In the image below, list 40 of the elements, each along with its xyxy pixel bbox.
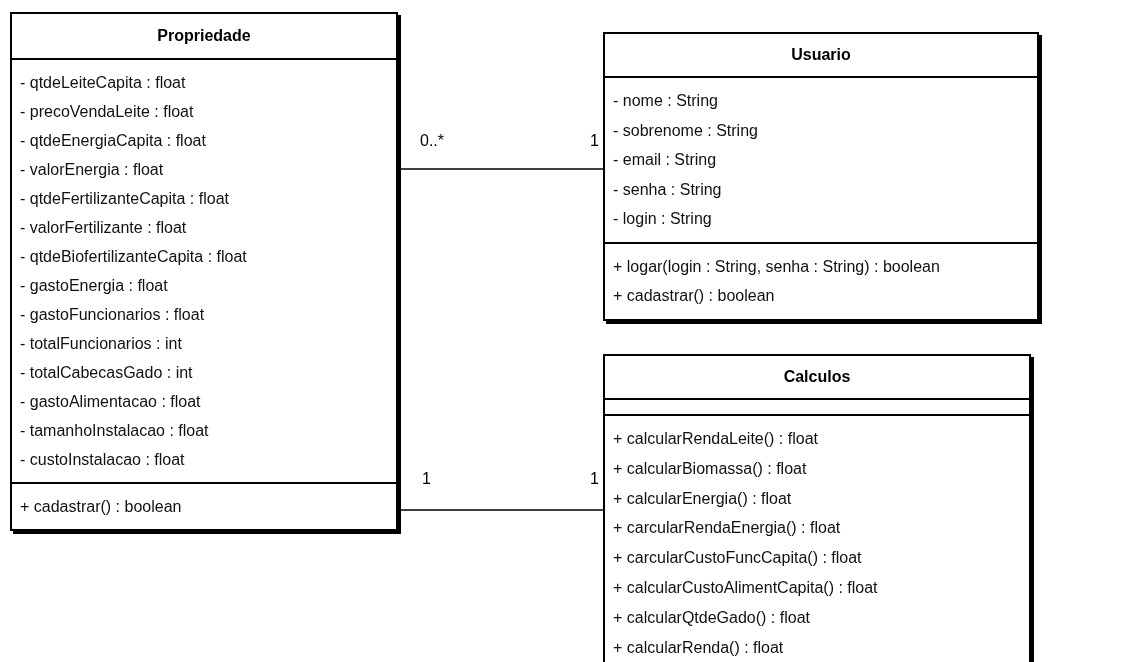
class-member: - qtdeFertilizanteCapita : float — [20, 189, 230, 209]
class-member: + carcularRendaEnergia() : float — [613, 518, 842, 539]
class-member: + calcularBiomassa() : float — [613, 458, 808, 479]
class-member: - qtdeBiofertilizanteCapita : float — [20, 247, 248, 267]
class-member: - gastoAlimentacao : float — [20, 392, 202, 412]
class-box — [10, 12, 398, 531]
class-member: - custoInstalacao : float — [20, 450, 186, 470]
class-member: + cadastrar() : boolean — [613, 286, 776, 306]
class-member: - tamanhoInstalacao : float — [20, 421, 210, 441]
multiplicity-label: 0..* — [420, 132, 444, 150]
class-member: - valorEnergia : float — [20, 160, 165, 180]
class-box — [603, 32, 1039, 321]
class-member: + calcularCustoAlimentCapita() : float — [613, 578, 879, 598]
class-member: + calcularRenda() : float — [613, 637, 785, 658]
class-member: - precoVendaLeite : float — [20, 102, 195, 122]
class-member: + carcularCustoFuncCapita() : float — [613, 548, 863, 569]
class-member: - sobrenome : String — [613, 120, 759, 141]
class-member: - gastoEnergia : float — [20, 276, 169, 296]
class-member: + calcularQtdeGado() : float — [613, 607, 811, 628]
class-member: - qtdeLeiteCapita : float — [20, 73, 187, 93]
class-member: - login : String — [613, 209, 713, 229]
class-member: + cadastrar() : boolean — [20, 497, 183, 517]
class-member: - nome : String — [613, 91, 719, 111]
class-member: - qtdeEnergiaCapita : float — [20, 131, 207, 151]
class-box — [603, 354, 1031, 662]
class-member: - totalFuncionarios : int — [20, 334, 183, 354]
class-name: Propriedade — [156, 26, 252, 46]
class-member: - gastoFuncionarios : float — [20, 305, 206, 325]
class-name: Usuario — [790, 45, 852, 65]
class-member: + logar(login : String, senha : String) : boolean — [613, 256, 941, 277]
class-name: Calculos — [782, 367, 852, 387]
multiplicity-label: 1 — [590, 132, 599, 150]
class-member: - senha : String — [613, 179, 723, 200]
class-member: - valorFertilizante : float — [20, 218, 188, 238]
multiplicity-label: 1 — [422, 470, 431, 488]
class-member: - email : String — [613, 150, 718, 170]
class-member: + calcularRendaLeite() : float — [613, 429, 819, 449]
class-member: + calcularEnergia() : float — [613, 488, 793, 509]
multiplicity-label: 1 — [590, 470, 599, 488]
class-member: - totalCabecasGado : int — [20, 363, 194, 383]
